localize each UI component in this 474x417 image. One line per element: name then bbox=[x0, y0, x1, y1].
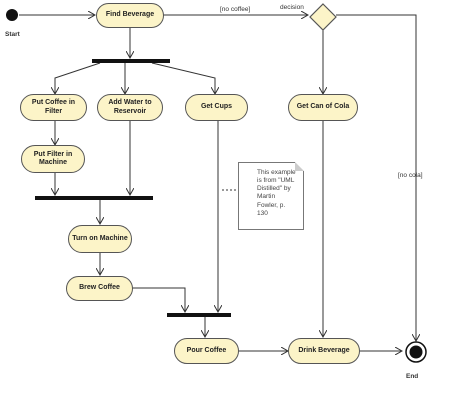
note-fold-corner bbox=[295, 162, 304, 171]
edge-fork-cups bbox=[151, 62, 215, 94]
join-bar-1 bbox=[35, 196, 153, 200]
decision-diamond bbox=[309, 3, 337, 31]
activity-put-coffee-in-filter: Put Coffee in Filter bbox=[20, 94, 87, 121]
end-node-core bbox=[409, 345, 423, 359]
activity-add-water: Add Water to Reservoir bbox=[97, 94, 163, 121]
fork-bar bbox=[92, 59, 170, 63]
guard-no-cola: [no cola] bbox=[398, 172, 423, 179]
note-box: This example is from "UML Distilled" by … bbox=[238, 162, 304, 230]
start-node bbox=[6, 9, 18, 21]
activity-put-filter-in-machine: Put Filter in Machine bbox=[21, 145, 85, 173]
edge-decision-end bbox=[336, 14, 416, 341]
activity-pour-coffee: Pour Coffee bbox=[174, 338, 239, 364]
edge-brew-join2 bbox=[132, 287, 185, 312]
activity-drink-beverage: Drink Beverage bbox=[288, 338, 360, 364]
edge-fork-filter bbox=[55, 62, 101, 94]
start-label: Start bbox=[5, 31, 20, 38]
activity-turn-on-machine: Turn on Machine bbox=[68, 225, 132, 253]
end-label: End bbox=[406, 373, 419, 380]
decision-label: decision bbox=[280, 4, 304, 11]
activity-get-cups: Get Cups bbox=[185, 94, 248, 121]
activity-get-can-of-cola: Get Can of Cola bbox=[288, 94, 358, 121]
note-text: This example is from "UML Distilled" by … bbox=[257, 169, 296, 217]
join-bar-2 bbox=[167, 313, 231, 317]
guard-no-coffee: [no coffee] bbox=[220, 6, 251, 13]
activity-find-beverage: Find Beverage bbox=[96, 3, 164, 28]
activity-brew-coffee: Brew Coffee bbox=[66, 276, 133, 301]
